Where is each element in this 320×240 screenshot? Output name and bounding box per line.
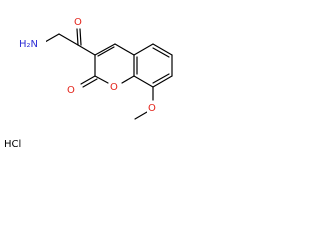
bond-co-c3 xyxy=(77,44,96,56)
bond-c5-c6 xyxy=(152,43,173,56)
bond-c3-c4 xyxy=(94,43,116,56)
bond-c3-c4-inner xyxy=(97,46,115,57)
bond-carbonyl-double-2 xyxy=(79,28,82,46)
bond-c5-c6-inner xyxy=(152,47,170,58)
bond-c4a-c5 xyxy=(133,43,154,56)
carbonyl-oxygen-label: O xyxy=(74,17,82,28)
bond-c8a-o1 xyxy=(121,75,135,84)
bond-ch2-co xyxy=(58,33,79,46)
bond-group xyxy=(44,28,173,120)
bond-c7-c8-inner xyxy=(152,73,170,84)
atom-labels: H₂N O O O O HCl xyxy=(4,15,159,150)
ring-oxygen-label: O xyxy=(110,82,118,93)
methoxy-oxygen-label: O xyxy=(148,103,156,114)
bond-o-ch3 xyxy=(134,111,148,120)
bond-lactone-double-2 xyxy=(82,78,98,88)
chemical-structure: H₂N O O O O HCl xyxy=(4,15,173,150)
amine-label: H₂N xyxy=(19,39,38,50)
bond-carbonyl-double-1 xyxy=(76,28,79,46)
bond-c8-c8a xyxy=(133,75,154,88)
bond-c4-c4a xyxy=(114,43,135,56)
bond-lactone-double-1 xyxy=(80,75,96,85)
lactone-oxygen-label: O xyxy=(67,85,75,96)
bond-n-ch2 xyxy=(44,33,60,43)
bond-c7-c8 xyxy=(152,75,173,88)
bond-o1-c2 xyxy=(94,75,109,84)
salt-label: HCl xyxy=(4,139,21,150)
